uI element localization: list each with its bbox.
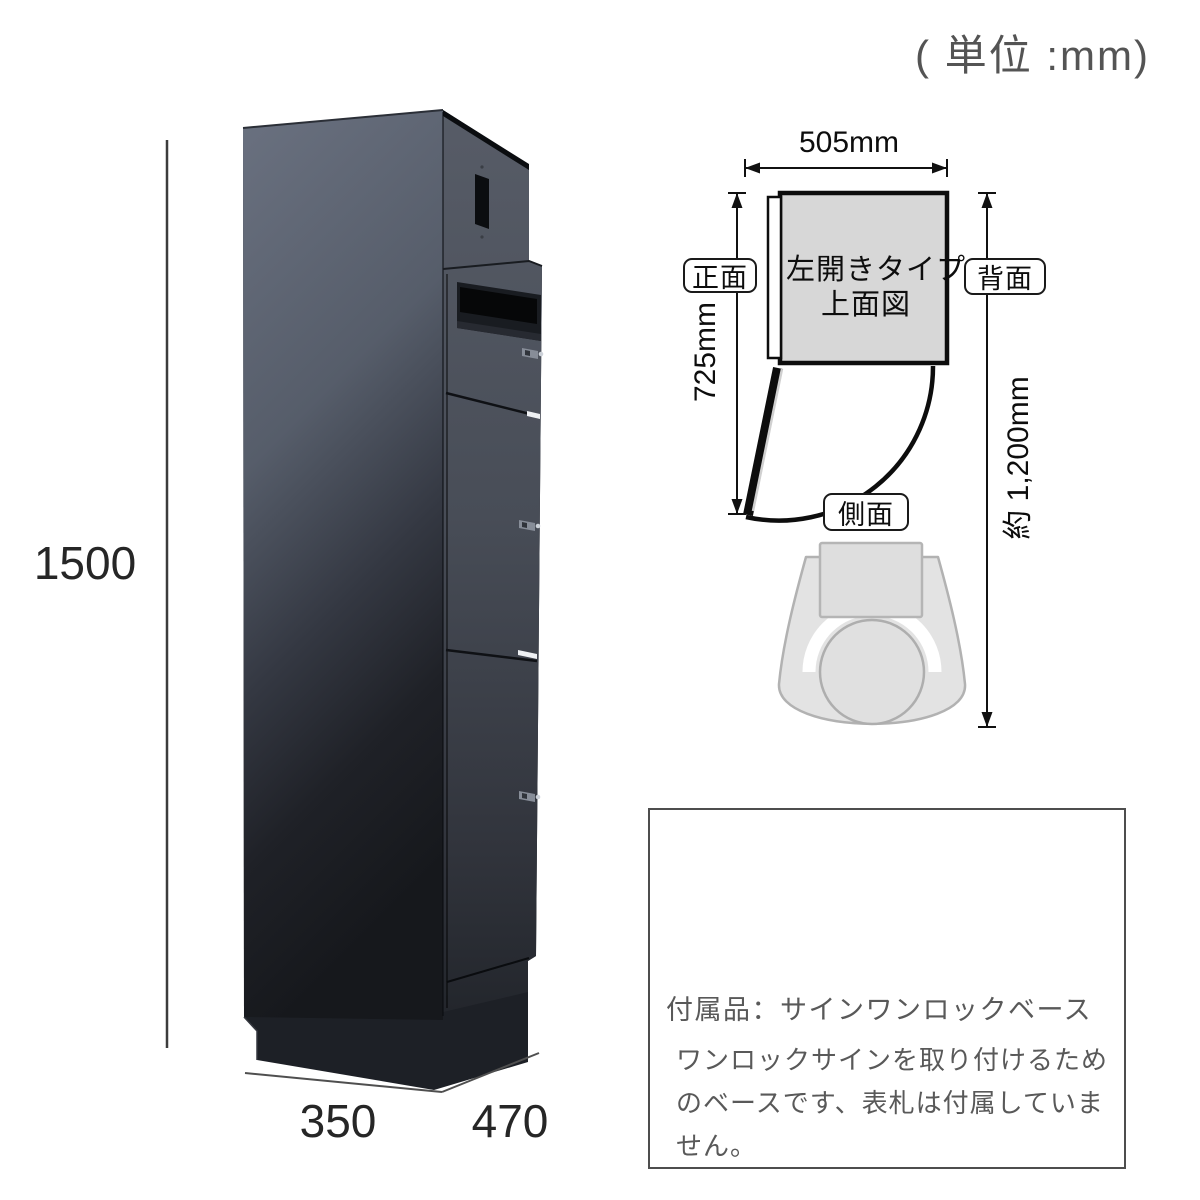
door-seam-2-highlight [518,650,537,659]
door-lock-3 [519,791,541,802]
door-swing-arc [745,365,936,523]
width-dimension-value: 350 [299,1095,377,1147]
height-dimension-value: 1500 [33,537,137,589]
front-step-seam [442,259,543,270]
top-view-title-line2: 上面図 [820,289,911,321]
cabinet-front-face [443,110,542,1012]
accessory-description-line3: せん。 [676,1131,758,1161]
top-view-width-label: 505mm [798,126,900,159]
back-face-tag: 背面 [964,258,1046,295]
top-view-title-line1: 左開きタイプ [786,254,967,286]
door-seam-2 [445,648,538,663]
accessory-description-line2: のベースです、表札は付属していま [676,1088,1104,1118]
accessory-title: 付属品：サインワンロックベース [666,995,1093,1025]
intercom-screw-bottom [480,235,484,239]
back-face-tag-text: 背面 [977,264,1033,294]
door-seam-1 [445,391,539,418]
person-head [818,618,926,726]
mail-slot-lip [457,321,541,341]
cabinet-top-edge [242,109,444,129]
door-swing-area [746,366,934,521]
side-face-tag: 側面 [823,493,909,531]
open-door-panel-highlight [751,368,784,512]
width-arrow [744,159,948,177]
door-lock-1 [522,348,544,359]
door-seam-1-highlight [527,411,540,419]
depth-dimension-line [441,1052,540,1093]
side-face-tag-text: 側面 [838,499,894,530]
person-silhouette [777,541,967,726]
depth-arrow [728,192,746,515]
width-dimension-line [244,1072,443,1093]
front-face-tag-text: 正面 [692,263,748,293]
top-view-diagram [728,159,996,728]
accessory-description-line1: ワンロックサインを取り付けるため [676,1045,1109,1075]
cabinet-roof-edge [443,110,529,170]
cabinet-dimension-lines [165,140,540,1093]
mail-slot-opening [460,287,537,324]
cabinet-render [242,109,544,1090]
unit-note: ( 単位 :mm) [915,32,1150,79]
person-package [818,541,924,619]
depth-dimension-value: 470 [471,1095,549,1147]
accessory-panel [648,808,1126,1169]
intercom-screw-top [480,165,484,169]
top-view-body [777,190,950,366]
door-lock-2 [519,520,541,531]
open-door-panel [743,367,783,516]
front-face-tag: 正面 [683,258,757,293]
base-step-edge [243,1016,258,1060]
cabinet-side-face [243,110,443,1020]
door-seam-3 [446,957,530,983]
top-view-clearance-label: 約 1,200mm [1002,376,1035,540]
top-view-closed-door [766,195,783,360]
intercom-slot [475,174,489,229]
top-view-depth-label: 725mm [689,301,722,403]
